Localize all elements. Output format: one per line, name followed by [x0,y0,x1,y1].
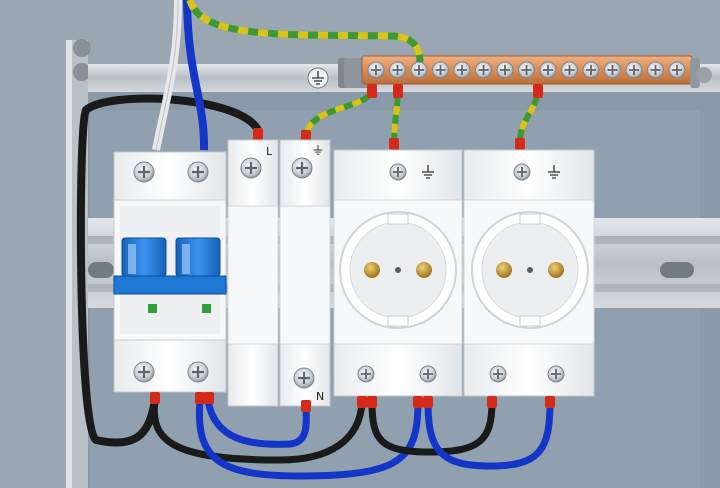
rail-slot [660,262,694,278]
socket-module-2 [463,149,595,397]
busbar-screw [410,61,428,79]
busbar-screw [646,61,665,79]
wire-black-left [76,94,262,447]
busbar-screw [603,61,622,79]
busbar-screw [625,61,643,79]
busbar-screw [582,61,600,79]
busbar-screw [367,61,385,79]
ferrules-top [253,84,543,150]
terminal-line-label: L [266,145,273,158]
socket-outlet[interactable] [471,211,589,329]
wire-blue-incoming [183,0,209,151]
breaker-indicator [202,304,211,313]
bottom-wiring [150,399,554,480]
ground-busbar [338,55,712,88]
busbar-screw [453,61,471,79]
busbar-screw [668,61,686,79]
socket-module-1 [333,149,463,397]
breaker-indicator [148,304,157,313]
busbar-screw [431,61,450,79]
ferrules-bottom [150,392,555,412]
busbar-screw [474,61,493,79]
terminal-neutral-label: N [316,390,324,403]
terminal-block-line: L [227,139,279,407]
busbar-screw [388,61,407,79]
terminal-block-neutral: N [279,139,331,407]
busbar-screw [496,61,514,79]
socket-outlet[interactable] [339,211,457,329]
ground-symbol-icon [307,67,329,89]
breaker-toggle[interactable] [113,237,227,295]
circuit-breaker [113,151,227,393]
busbar-screw [539,61,557,79]
busbar-screw [560,61,579,79]
busbar-screw [517,61,536,79]
